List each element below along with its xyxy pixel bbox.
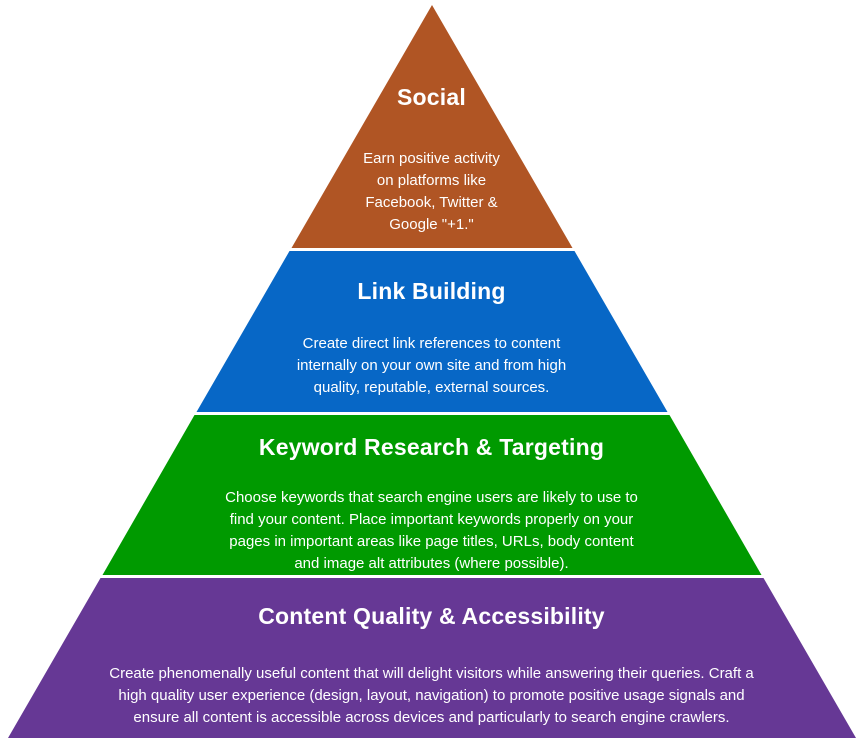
- layer-title-content-quality: Content Quality & Accessibility: [258, 603, 605, 629]
- pyramid-layer-content-quality: Content Quality & Accessibility Create p…: [8, 578, 856, 738]
- layer-title-keyword-research: Keyword Research & Targeting: [258, 434, 605, 460]
- layer-description-link-building: Create direct link references to content…: [296, 335, 567, 396]
- pyramid-layer-link-building: Link Building Create direct link referen…: [196, 251, 668, 412]
- layer-description-content-quality: Create phenomenally useful content that …: [109, 665, 754, 726]
- layer-title-link-building: Link Building: [357, 278, 506, 304]
- pyramid-layer-keyword-research: Keyword Research & Targeting Choose keyw…: [102, 415, 762, 575]
- pyramid-layer-social: Social Earn positive activity on platfor…: [291, 5, 573, 248]
- layer-title-social: Social: [397, 84, 466, 110]
- layer-description-keyword-research: Choose keywords that search engine users…: [225, 489, 638, 572]
- layer-description-social: Earn positive activity on platforms like…: [363, 150, 500, 233]
